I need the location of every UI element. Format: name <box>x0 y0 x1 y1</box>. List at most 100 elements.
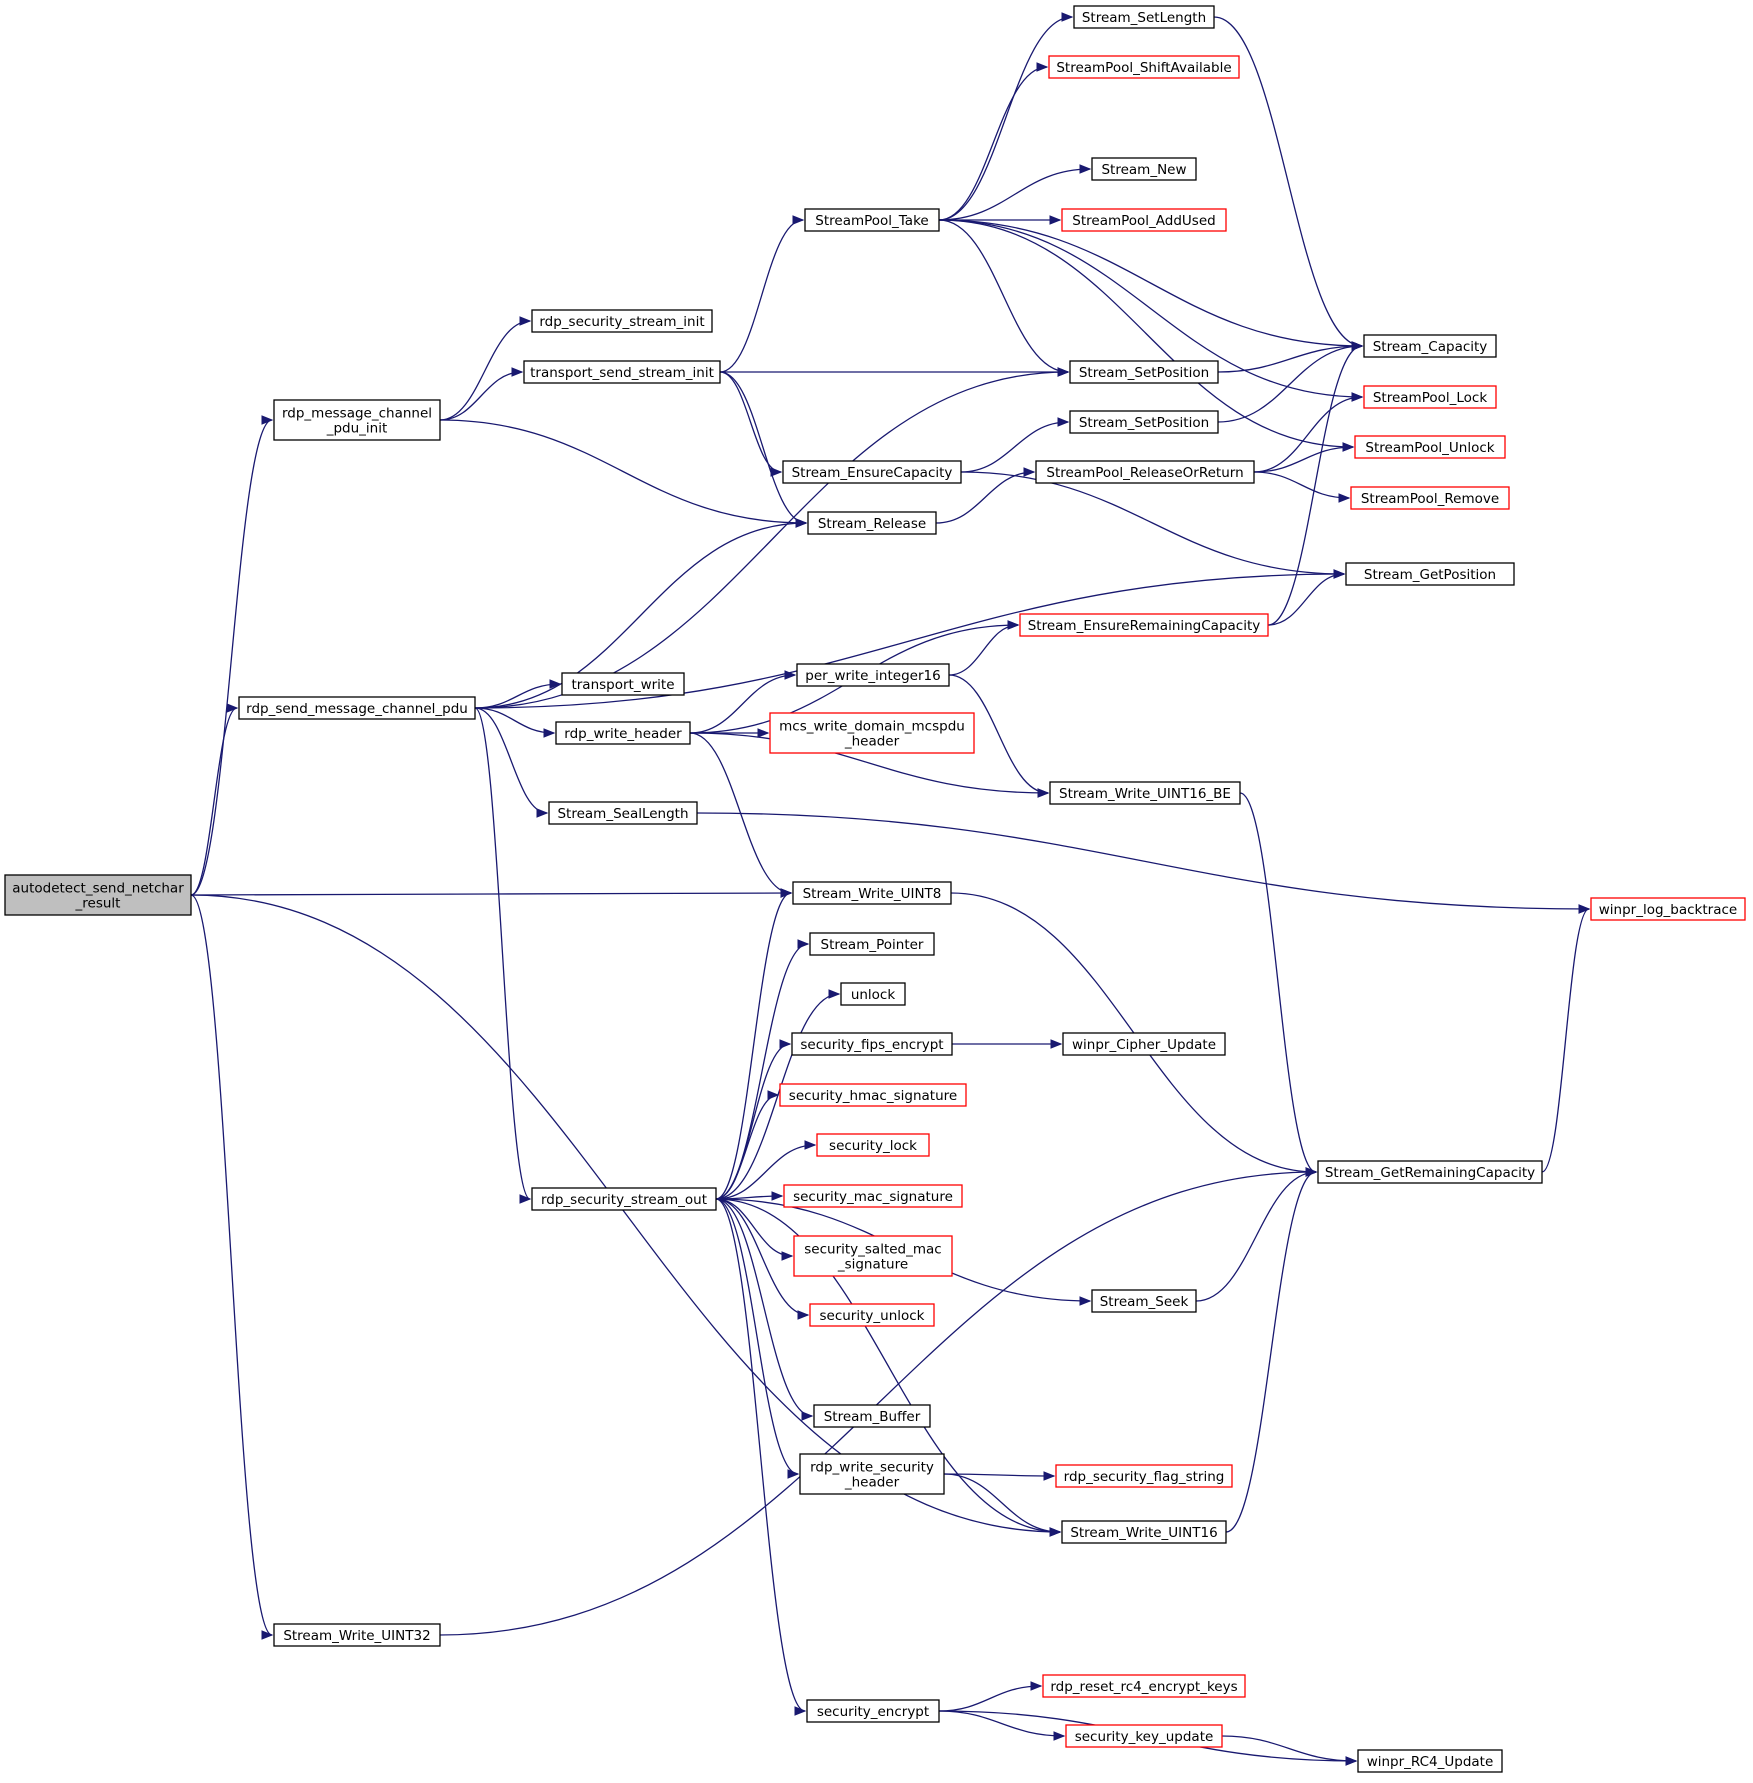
node-security_salted_mac_signature[interactable]: security_salted_mac_signature <box>793 1235 953 1277</box>
edge-line <box>1213 16 1363 347</box>
node-rdp_security_stream_init[interactable]: rdp_security_stream_init <box>531 309 713 333</box>
arrowhead-icon <box>1061 12 1074 22</box>
edge-line <box>474 683 561 709</box>
node-StreamPool_Unlock[interactable]: StreamPool_Unlock <box>1354 435 1506 459</box>
node-box <box>1049 781 1241 805</box>
node-box <box>1363 334 1497 358</box>
node-StreamPool_ReleaseOrReturn[interactable]: StreamPool_ReleaseOrReturn <box>1035 460 1255 484</box>
edge-rdp_security_stream_out-to-unlock <box>715 989 841 1200</box>
node-rdp_message_channel_pdu_init[interactable]: rdp_message_channel_pdu_init <box>273 399 441 441</box>
node-security_hmac_signature[interactable]: security_hmac_signature <box>779 1083 967 1107</box>
node-Stream_SetPosition_1[interactable]: Stream_SetPosition <box>1069 360 1219 384</box>
node-box <box>796 663 950 687</box>
edge-line <box>715 1198 806 1712</box>
node-box <box>840 982 906 1006</box>
node-label: Stream_SetLength <box>1082 10 1206 26</box>
node-Stream_GetRemainingCapacity[interactable]: Stream_GetRemainingCapacity <box>1317 1160 1543 1184</box>
node-Stream_Write_UINT16[interactable]: Stream_Write_UINT16 <box>1061 1520 1227 1544</box>
node-StreamPool_ShiftAvailable[interactable]: StreamPool_ShiftAvailable <box>1048 55 1240 79</box>
node-rdp_security_flag_string[interactable]: rdp_security_flag_string <box>1055 1464 1233 1488</box>
edge-line <box>715 1198 799 1475</box>
node-label: StreamPool_Lock <box>1373 390 1487 406</box>
edge-line <box>719 371 782 473</box>
edge-rdp_security_stream_out-to-security_fips_encrypt <box>715 1039 792 1200</box>
node-winpr_log_backtrace[interactable]: winpr_log_backtrace <box>1590 897 1746 921</box>
node-label: StreamPool_Take <box>815 213 928 229</box>
arrowhead-icon <box>797 1310 810 1320</box>
node-Stream_EnsureRemainingCapacity[interactable]: Stream_EnsureRemainingCapacity <box>1019 613 1269 637</box>
edge-StreamPool_Take-to-StreamPool_ShiftAvailable <box>938 62 1049 221</box>
edge-line <box>1267 345 1363 626</box>
node-rdp_security_stream_out[interactable]: rdp_security_stream_out <box>531 1187 717 1211</box>
node-box <box>791 1032 953 1056</box>
node-transport_send_stream_init[interactable]: transport_send_stream_init <box>523 360 721 384</box>
node-box <box>1019 613 1269 637</box>
node-security_mac_signature[interactable]: security_mac_signature <box>783 1184 963 1208</box>
node-Stream_SetPosition_2[interactable]: Stream_SetPosition <box>1069 410 1219 434</box>
node-StreamPool_Lock[interactable]: StreamPool_Lock <box>1363 385 1497 409</box>
node-Stream_GetPosition[interactable]: Stream_GetPosition <box>1345 562 1515 586</box>
node-box <box>531 1187 717 1211</box>
node-box <box>799 1453 945 1495</box>
edge-rdp_send_message_channel_pdu-to-Stream_SetPosition_1 <box>474 367 1070 709</box>
node-box <box>769 712 975 754</box>
node-per_write_integer16[interactable]: per_write_integer16 <box>796 663 950 687</box>
node-winpr_RC4_Update[interactable]: winpr_RC4_Update <box>1357 1749 1503 1773</box>
node-box <box>1091 157 1197 181</box>
arrowhead-icon <box>767 1090 780 1100</box>
node-rdp_reset_rc4_encrypt_keys[interactable]: rdp_reset_rc4_encrypt_keys <box>1042 1674 1246 1698</box>
node-box <box>1065 1724 1223 1748</box>
edge-line <box>715 1198 1061 1533</box>
node-rdp_write_security_header[interactable]: rdp_write_security_header <box>799 1453 945 1495</box>
edge-transport_send_stream_init-to-StreamPool_Take <box>719 215 805 373</box>
node-winpr_Cipher_Update[interactable]: winpr_Cipher_Update <box>1062 1032 1226 1056</box>
node-label: security_encrypt <box>817 1704 929 1720</box>
edge-line <box>715 1144 816 1200</box>
arrowhead-icon <box>261 1630 274 1640</box>
node-Stream_SetLength[interactable]: Stream_SetLength <box>1073 5 1215 29</box>
edge-rdp_send_message_channel_pdu-to-Stream_Release <box>474 518 808 709</box>
edge-Stream_EnsureCapacity-to-Stream_GetPosition <box>960 471 1346 579</box>
arrowhead-icon <box>1007 620 1020 630</box>
node-unlock[interactable]: unlock <box>840 982 906 1006</box>
node-Stream_Write_UINT8[interactable]: Stream_Write_UINT8 <box>792 881 952 905</box>
node-Stream_Pointer[interactable]: Stream_Pointer <box>809 932 935 956</box>
node-Stream_Capacity[interactable]: Stream_Capacity <box>1363 334 1497 358</box>
node-security_fips_encrypt[interactable]: security_fips_encrypt <box>791 1032 953 1056</box>
node-security_key_update[interactable]: security_key_update <box>1065 1724 1223 1748</box>
node-Stream_New[interactable]: Stream_New <box>1091 157 1197 181</box>
edge-line <box>715 1198 813 1417</box>
node-autodetect[interactable]: autodetect_send_netchar_result <box>4 874 192 916</box>
node-label: autodetect_send_netchar <box>12 881 184 897</box>
edge-line <box>439 320 531 421</box>
node-security_unlock[interactable]: security_unlock <box>809 1303 935 1327</box>
arrowhead-icon <box>1578 904 1591 914</box>
node-Stream_EnsureCapacity[interactable]: Stream_EnsureCapacity <box>782 460 962 484</box>
node-Stream_Seek[interactable]: Stream_Seek <box>1091 1289 1197 1313</box>
node-box <box>816 1133 930 1157</box>
edge-rdp_message_channel_pdu_init-to-rdp_security_stream_init <box>439 316 532 421</box>
node-rdp_write_header[interactable]: rdp_write_header <box>555 721 691 745</box>
node-Stream_Release[interactable]: Stream_Release <box>807 511 937 535</box>
edge-security_key_update-to-winpr_RC4_Update <box>1221 1735 1358 1766</box>
node-StreamPool_AddUsed[interactable]: StreamPool_AddUsed <box>1061 208 1227 232</box>
node-mcs_write_domain_mcspdu_header[interactable]: mcs_write_domain_mcspdu_header <box>769 712 975 754</box>
node-Stream_SealLength[interactable]: Stream_SealLength <box>548 801 698 825</box>
node-StreamPool_Remove[interactable]: StreamPool_Remove <box>1350 486 1510 510</box>
edge-transport_send_stream_init-to-Stream_Release <box>719 371 808 528</box>
node-Stream_Write_UINT16_BE[interactable]: Stream_Write_UINT16_BE <box>1049 781 1241 805</box>
node-Stream_Write_UINT32[interactable]: Stream_Write_UINT32 <box>273 1623 441 1647</box>
node-rdp_send_message_channel_pdu[interactable]: rdp_send_message_channel_pdu <box>238 696 476 720</box>
node-label: unlock <box>851 987 896 1003</box>
node-Stream_Buffer[interactable]: Stream_Buffer <box>813 1404 931 1428</box>
node-security_lock[interactable]: security_lock <box>816 1133 930 1157</box>
node-security_encrypt[interactable]: security_encrypt <box>806 1699 940 1723</box>
node-box <box>1061 1520 1227 1544</box>
node-StreamPool_Take[interactable]: StreamPool_Take <box>804 208 940 232</box>
node-label: security_key_update <box>1075 1729 1214 1745</box>
edge-line <box>715 1043 791 1200</box>
edge-autodetect-to-Stream_Write_UINT8 <box>190 888 793 898</box>
node-label: rdp_message_channel <box>282 406 432 422</box>
node-transport_write[interactable]: transport_write <box>561 672 685 696</box>
